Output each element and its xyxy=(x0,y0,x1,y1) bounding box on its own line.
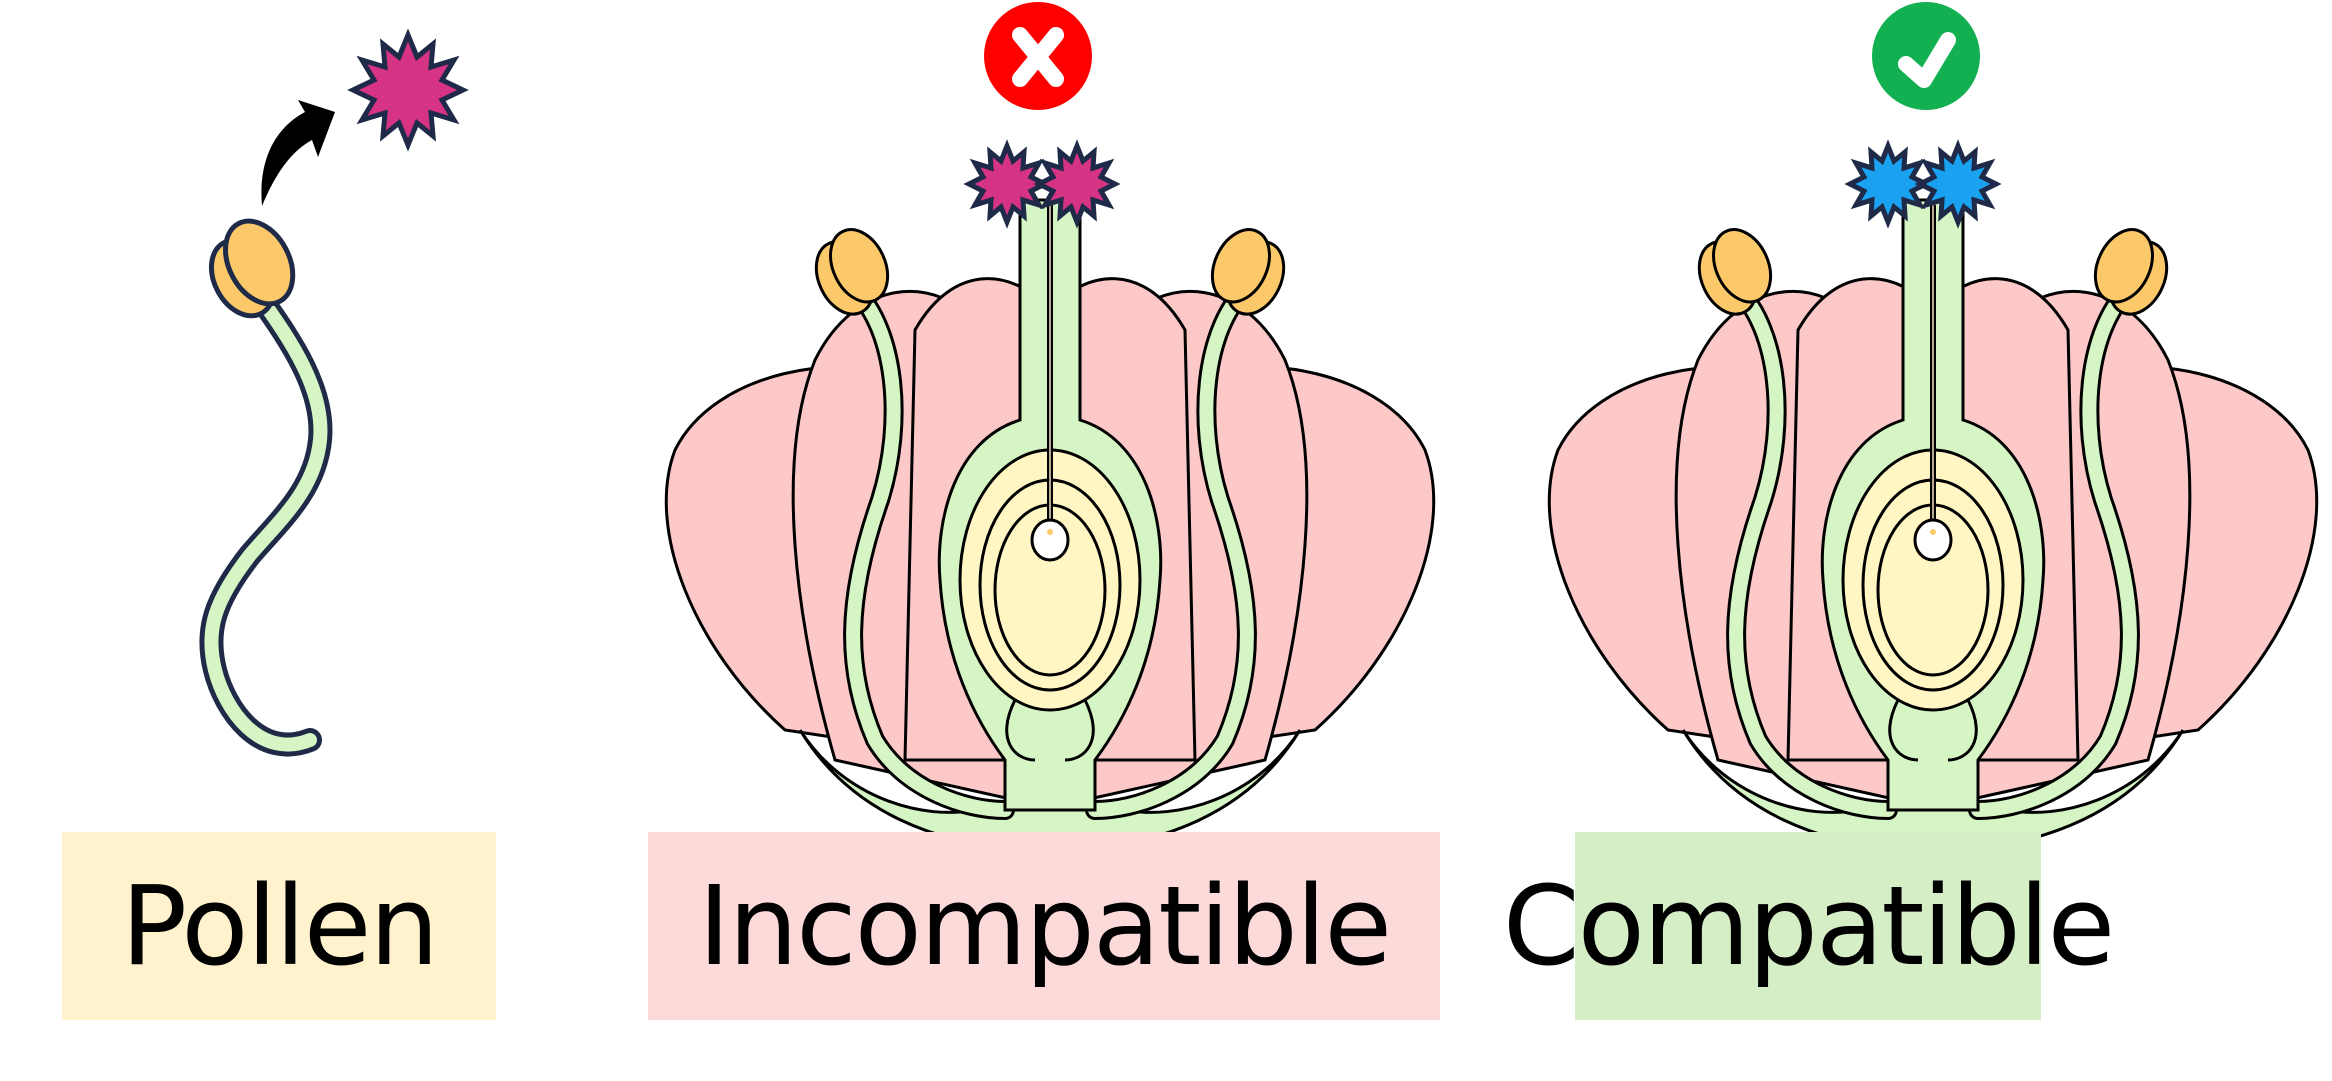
x-mark-icon xyxy=(984,2,1092,110)
pollen-grain-icon xyxy=(208,218,296,319)
incompatible-panel xyxy=(666,2,1433,960)
curved-arrow-icon xyxy=(261,100,335,206)
label-pollen: Pollen xyxy=(62,832,496,1020)
label-compatible-text: Compatible xyxy=(1502,862,2115,990)
compatible-panel xyxy=(1549,2,2316,960)
pollen-tube-icon xyxy=(199,288,333,757)
label-compatible: Compatible xyxy=(1503,832,2115,1020)
label-pollen-text: Pollen xyxy=(120,862,439,990)
label-incompatible: Incompatible xyxy=(648,832,1440,1020)
pollen-panel xyxy=(199,35,463,757)
check-mark-icon xyxy=(1872,2,1980,110)
label-incompatible-text: Incompatible xyxy=(697,862,1392,990)
magenta-signal-star-icon xyxy=(353,35,463,145)
